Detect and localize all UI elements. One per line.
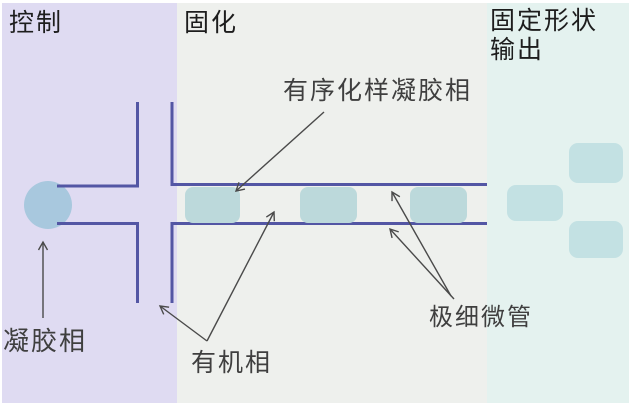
label-ordered-gel-phase: 有序化样凝胶相 xyxy=(283,78,473,105)
arrow-ordered-gel xyxy=(234,111,325,192)
arrow-organic-phase-left xyxy=(158,305,208,342)
gel-plug-2 xyxy=(300,187,357,223)
channel-wall-bottom-left xyxy=(57,222,139,303)
label-microtube: 极细微管 xyxy=(429,305,533,331)
gel-plugs-in-channel xyxy=(185,187,467,223)
region-curing-title: 固化 xyxy=(184,10,239,37)
label-organic-phase: 有机相 xyxy=(191,350,273,377)
annotation-arrows xyxy=(37,111,455,342)
channel-wall-bottom-right xyxy=(170,222,487,303)
output-plug-top xyxy=(569,143,623,183)
gel-plug-1 xyxy=(185,187,240,223)
arrow-microtube-top xyxy=(391,190,452,297)
output-plugs xyxy=(507,143,623,258)
channel-wall-top-right xyxy=(170,102,487,186)
label-gel-phase: 凝胶相 xyxy=(3,327,88,356)
output-plug-bottom xyxy=(569,221,623,258)
gel-droplet xyxy=(24,181,72,229)
arrow-microtube-bottom xyxy=(389,227,455,300)
region-output-title: 固定形状 输出 xyxy=(490,8,599,64)
gel-plug-3 xyxy=(410,187,467,223)
output-plug-middle xyxy=(507,185,563,221)
region-control-title: 控制 xyxy=(9,10,64,37)
arrow-organic-phase-right xyxy=(206,210,276,342)
microchannel-walls xyxy=(57,102,487,303)
channel-wall-top-left xyxy=(57,102,139,188)
